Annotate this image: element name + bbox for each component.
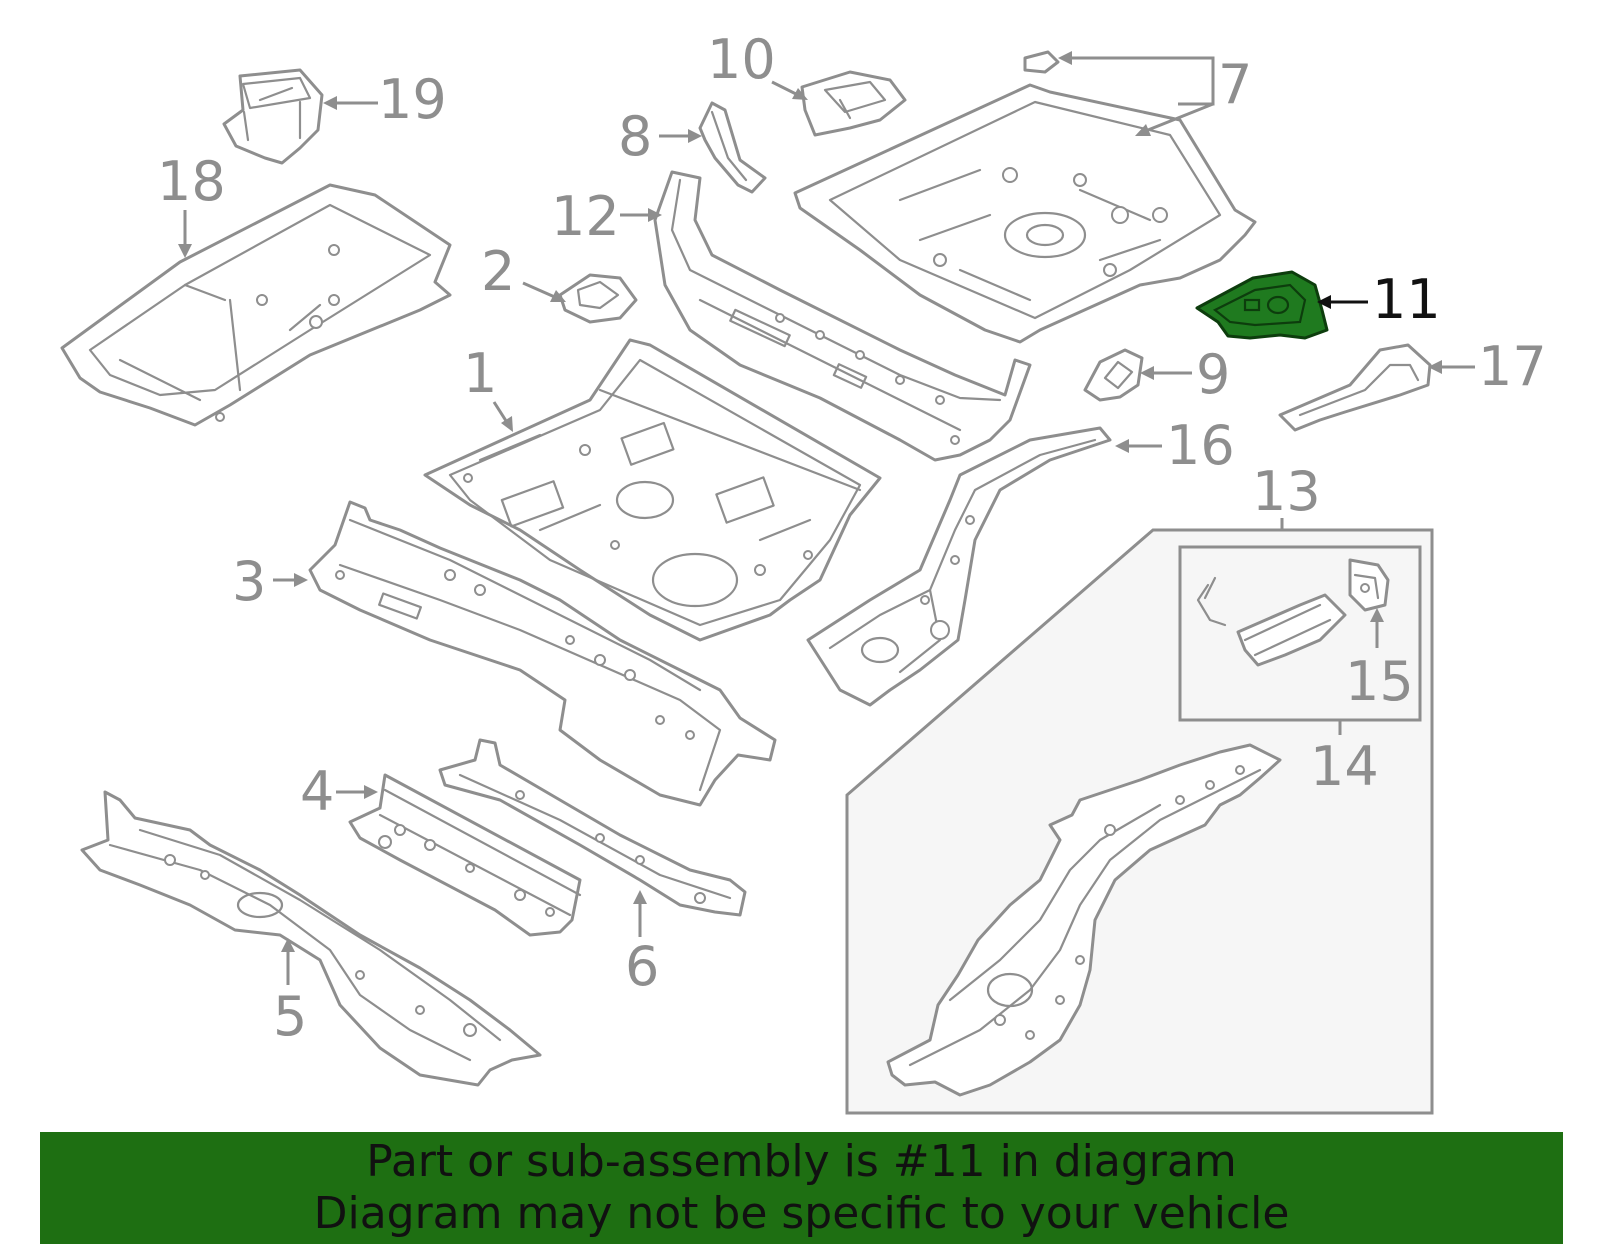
part-4[interactable]	[348, 773, 582, 937]
part-19[interactable]	[222, 68, 324, 165]
callout-9: 9	[1196, 343, 1230, 406]
part-6[interactable]	[438, 738, 747, 917]
part-12[interactable]	[653, 170, 1032, 462]
part-17[interactable]	[1278, 343, 1432, 432]
part-10[interactable]	[800, 70, 907, 137]
callout-18: 18	[157, 150, 226, 213]
callout-3: 3	[232, 550, 266, 613]
callout-10: 10	[707, 28, 776, 91]
callout-17: 17	[1478, 335, 1547, 398]
part-15[interactable]	[1348, 558, 1390, 612]
part-13-rail[interactable]	[886, 743, 1282, 1097]
part-9[interactable]	[1083, 348, 1144, 402]
callout-2: 2	[481, 240, 515, 303]
part-2[interactable]	[558, 273, 638, 324]
part-8[interactable]	[698, 101, 767, 194]
callout-8: 8	[618, 105, 652, 168]
part-3[interactable]	[308, 500, 777, 807]
callout-13: 13	[1252, 460, 1321, 523]
callout-14: 14	[1310, 735, 1379, 798]
callout-6: 6	[625, 935, 659, 998]
part-11-highlighted[interactable]	[1195, 270, 1329, 340]
part-5[interactable]	[80, 790, 542, 1087]
callout-leaders	[178, 51, 1475, 985]
callout-7: 7	[1218, 53, 1252, 116]
callout-12: 12	[551, 185, 620, 248]
part-7[interactable]	[793, 50, 1257, 344]
banner-line-1: Part or sub-assembly is #11 in diagram	[366, 1136, 1237, 1187]
callout-5: 5	[273, 985, 307, 1048]
callout-labels: 19 18 10 7 8 12 2 11 9 17 1 16 13 3 15 1…	[157, 28, 1547, 1048]
info-banner: Part or sub-assembly is #11 in diagram D…	[40, 1132, 1563, 1244]
callout-1: 1	[463, 342, 497, 405]
part-14-bracket[interactable]	[1196, 576, 1347, 667]
callout-16: 16	[1166, 414, 1235, 477]
part-1[interactable]	[423, 338, 882, 642]
part-18[interactable]	[60, 183, 452, 427]
callout-11: 11	[1372, 268, 1441, 331]
callout-15: 15	[1345, 650, 1414, 713]
banner-line-2: Diagram may not be specific to your vehi…	[313, 1188, 1290, 1239]
callout-4: 4	[300, 760, 334, 823]
callout-19: 19	[378, 68, 447, 131]
part-16[interactable]	[806, 426, 1112, 707]
